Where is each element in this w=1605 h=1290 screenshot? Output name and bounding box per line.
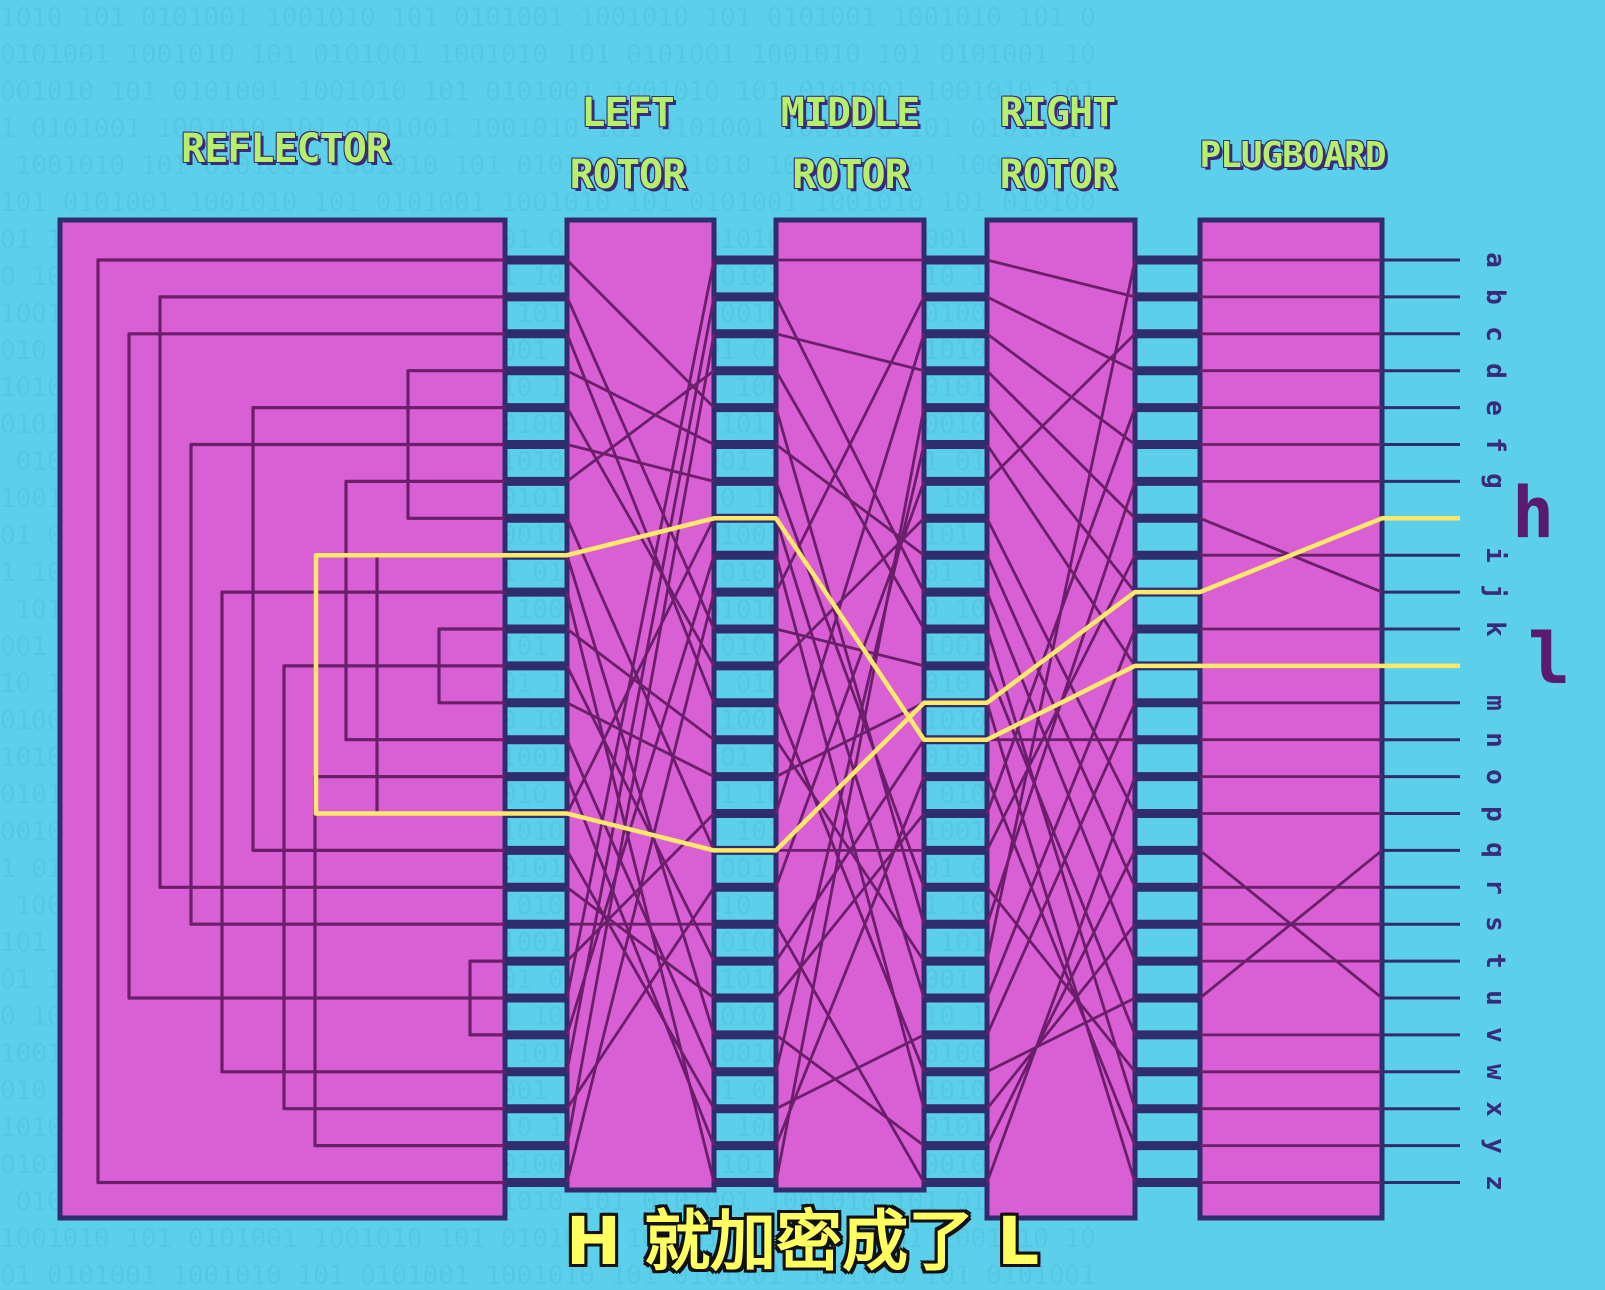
reflector-wire: [344, 479, 505, 742]
middle-rotor-wire: [775, 627, 925, 668]
reflector-wire: [127, 332, 505, 1000]
left-rotor-wire: [565, 739, 716, 1073]
right-rotor-wire: [986, 332, 1136, 483]
reflector-wire: [251, 406, 505, 853]
right-rotor-wire: [985, 554, 1137, 888]
middle-rotor-wire: [775, 701, 925, 778]
reflector-wire: [158, 295, 505, 889]
right-rotor-wire: [986, 996, 1136, 1074]
right-rotor-wire: [986, 332, 1136, 446]
middle-rotor-wire: [775, 332, 925, 373]
plugboard-wire: [1199, 849, 1383, 1000]
right-rotor-wire: [985, 776, 1137, 1183]
right-rotor-wire: [985, 702, 1137, 1183]
letter-label-k: k: [1480, 621, 1510, 637]
middle-rotor-wire: [774, 407, 926, 1183]
right-rotor-wire: [986, 258, 1136, 299]
letter-label-o: o: [1480, 768, 1510, 785]
letter-label-c: c: [1480, 325, 1510, 342]
letter-label-a: a: [1480, 252, 1510, 268]
right-rotor-wire: [985, 702, 1137, 1036]
letter-label-i: i: [1480, 547, 1510, 564]
letter-label-p: p: [1480, 805, 1510, 822]
letter-label-f: f: [1480, 436, 1510, 453]
left-rotor-wire: [565, 886, 716, 1110]
reflector-title: REFLECTOR: [181, 126, 390, 172]
letter-label-w: w: [1480, 1063, 1510, 1080]
letter-label-b: b: [1480, 289, 1510, 305]
reflector-wire: [437, 627, 505, 705]
reflector-wire: [468, 959, 505, 1037]
letter-label-u: u: [1480, 990, 1510, 1006]
right-rotor-wire: [985, 443, 1137, 667]
letter-label-m: m: [1480, 694, 1510, 711]
right-rotor-wire: [985, 259, 1137, 962]
reflector-wire: [282, 664, 505, 1111]
right-rotor-wire: [985, 849, 1137, 1147]
letter-label-e: e: [1480, 399, 1510, 416]
subtitle-caption: H 就加密成了 L: [565, 1203, 1040, 1280]
reflector-wire: [220, 590, 505, 1074]
reflector-wire: [313, 774, 505, 1148]
right-rotor-wire: [985, 923, 1137, 1110]
output-letter-l: l: [1528, 618, 1571, 700]
letter-label-j: j: [1480, 584, 1510, 600]
letter-label-y: y: [1480, 1137, 1510, 1154]
reflector-wire: [96, 258, 505, 1185]
left-rotor-wire: [565, 333, 716, 704]
letter-label-g: g: [1480, 473, 1510, 490]
letter-label-s: s: [1480, 916, 1510, 933]
left-rotor-wire: [565, 296, 716, 1073]
letter-label-v: v: [1480, 1027, 1510, 1043]
letter-label-t: t: [1480, 953, 1510, 969]
right-rotor-wire: [985, 628, 1137, 999]
reflector-wire: [189, 442, 505, 926]
right-rotor-wire: [985, 406, 1137, 593]
left-rotor-wire: [565, 259, 716, 999]
left-rotor-wire: [565, 333, 716, 1146]
reflector-wire: [406, 369, 505, 520]
plug-box: [1197, 217, 1385, 1221]
middle-rotor-wire: [775, 1033, 925, 1110]
letter-label-n: n: [1480, 731, 1510, 748]
middle-rotor-wire: [774, 776, 926, 1147]
left-rotor-wire: [565, 776, 716, 1147]
middle-rotor-wire: [774, 296, 926, 593]
left-rotor-wire: [566, 886, 715, 1000]
left-rotor-wire: [565, 591, 716, 1183]
plugboard-title: PLUGBOARD: [1199, 135, 1386, 176]
middle-rotor-wire: [774, 444, 926, 1073]
left-rotor-wire: [565, 849, 716, 1110]
letter-label-q: q: [1480, 842, 1510, 859]
letter-label-d: d: [1480, 362, 1510, 379]
letter-label-x: x: [1480, 1100, 1510, 1117]
right-rotor-wire: [986, 369, 1136, 520]
left-rotor-wire: [565, 554, 716, 1036]
middle-rotor-wire: [774, 333, 926, 814]
middle-rotor-wire: [774, 738, 926, 962]
letter-label-r: r: [1480, 879, 1510, 896]
highlight-path: [313, 516, 1460, 853]
left-rotor-wire: [565, 517, 716, 815]
middle-rotor-wire: [774, 554, 926, 1110]
input-letter-h: h: [1512, 472, 1555, 554]
right-rotor-wire: [985, 517, 1137, 815]
